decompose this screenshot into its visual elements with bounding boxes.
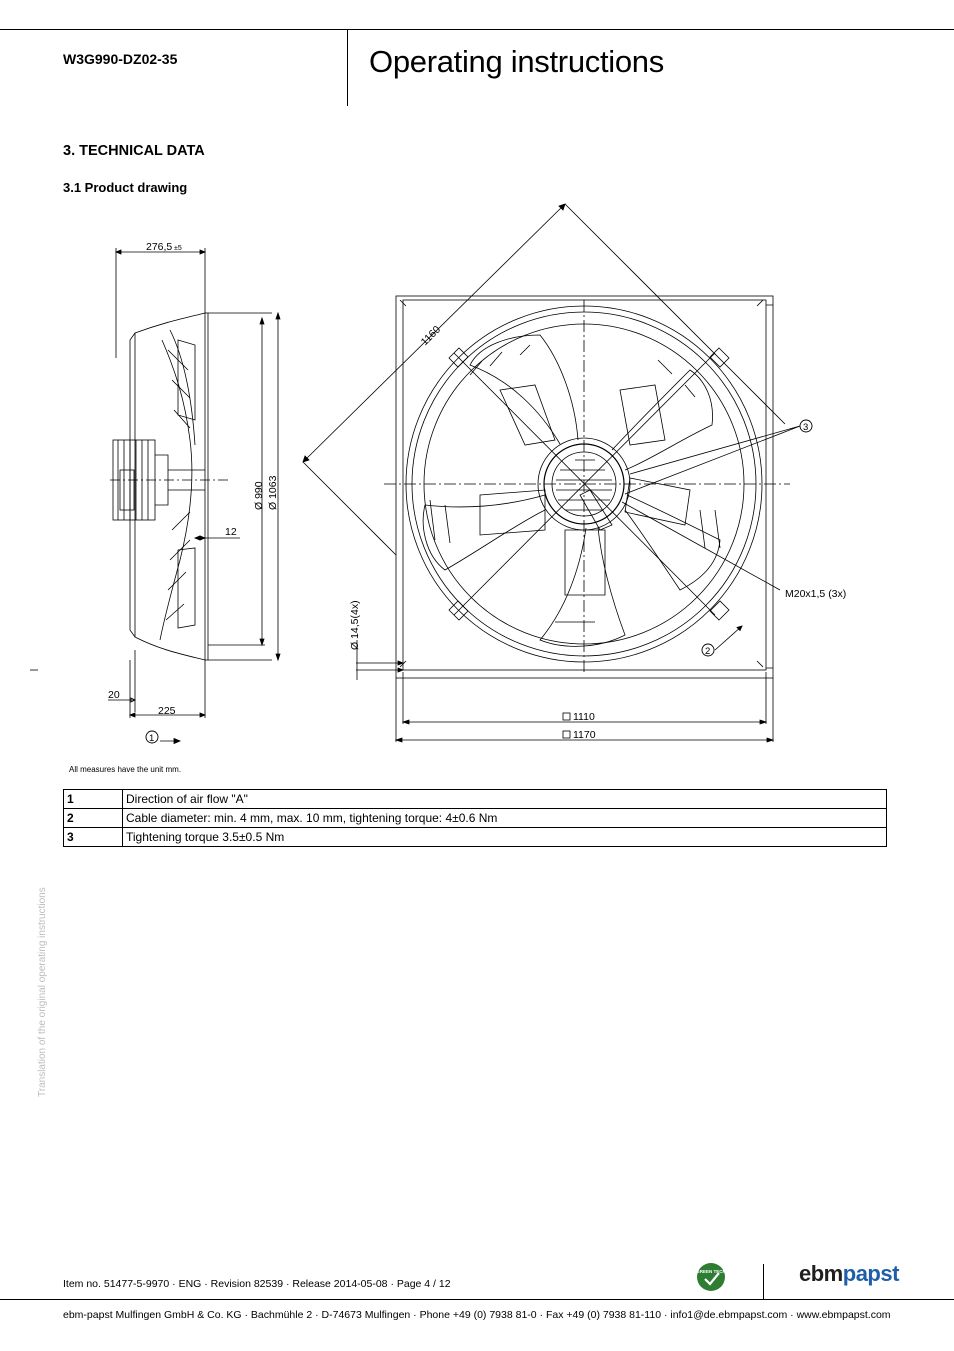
dim-12: 12 bbox=[225, 526, 237, 538]
callout-2-label: 2 bbox=[705, 646, 710, 657]
ebmpapst-logo: ebmpapst bbox=[799, 1261, 899, 1287]
callout-circle-1 bbox=[145, 730, 159, 744]
legend-text: Direction of air flow "A" bbox=[122, 789, 887, 809]
dim-20: 20 bbox=[108, 689, 120, 701]
logo-part-papst: papst bbox=[842, 1261, 900, 1286]
legend-number: 3 bbox=[63, 827, 123, 847]
dim-depth: 276,5 bbox=[146, 241, 172, 253]
legend-text: Tightening torque 3.5±0.5 Nm bbox=[122, 827, 887, 847]
front-view bbox=[302, 203, 801, 743]
side-view bbox=[30, 248, 281, 745]
footer-rule bbox=[0, 1299, 954, 1300]
legend-number: 1 bbox=[63, 789, 123, 809]
side-note: Translation of the original operating in… bbox=[37, 887, 48, 1097]
dim-depth-tolerance: ±5 bbox=[174, 245, 182, 252]
legend-number: 2 bbox=[63, 808, 123, 828]
footer-item-line: Item no. 51477-5-9970 · ENG · Revision 8… bbox=[63, 1278, 451, 1290]
badge-text: GREEN TECH bbox=[696, 1269, 726, 1274]
callout-circle-3 bbox=[799, 419, 813, 433]
section-heading: 3. TECHNICAL DATA bbox=[63, 143, 205, 159]
legend-row: 1 Direction of air flow "A" bbox=[63, 789, 887, 809]
dim-square-1110: 1110 bbox=[573, 711, 595, 723]
green-tech-badge-icon: GREEN TECH bbox=[696, 1263, 726, 1291]
subsection-heading: 3.1 Product drawing bbox=[63, 180, 188, 195]
footer-company-line: ebm-papst Mulfingen GmbH & Co. KG · Bach… bbox=[63, 1309, 891, 1321]
dim-225: 225 bbox=[158, 705, 176, 717]
footer-divider bbox=[763, 1264, 764, 1300]
logo-part-ebm: ebm bbox=[799, 1261, 843, 1286]
header-top-rule bbox=[0, 29, 954, 30]
product-drawing: 276,5 ±5 Ø 990 Ø 1063 12 20 225 1160 Ø 1… bbox=[30, 203, 846, 745]
callout-1-label: 1 bbox=[149, 733, 154, 744]
document-title: Operating instructions bbox=[369, 44, 664, 79]
dim-dia-990: Ø 990 bbox=[253, 481, 265, 510]
dim-square-1170: 1170 bbox=[573, 729, 596, 741]
legend-table: 1 Direction of air flow "A" 2 Cable diam… bbox=[63, 789, 887, 847]
dim-dia-1063: Ø 1063 bbox=[267, 475, 279, 510]
callout-circle-2 bbox=[701, 643, 715, 657]
callout-3-label: 3 bbox=[803, 422, 808, 433]
legend-row: 3 Tightening torque 3.5±0.5 Nm bbox=[63, 827, 887, 847]
measures-note: All measures have the unit mm. bbox=[69, 765, 182, 774]
header-divider bbox=[347, 29, 348, 106]
dim-hole-diameter: Ø 14,5(4x) bbox=[349, 600, 361, 650]
legend-text: Cable diameter: min. 4 mm, max. 10 mm, t… bbox=[122, 808, 887, 828]
legend-row: 2 Cable diameter: min. 4 mm, max. 10 mm,… bbox=[63, 808, 887, 828]
model-number: W3G990-DZ02-35 bbox=[63, 51, 178, 67]
dim-thread: M20x1,5 (3x) bbox=[785, 588, 846, 600]
